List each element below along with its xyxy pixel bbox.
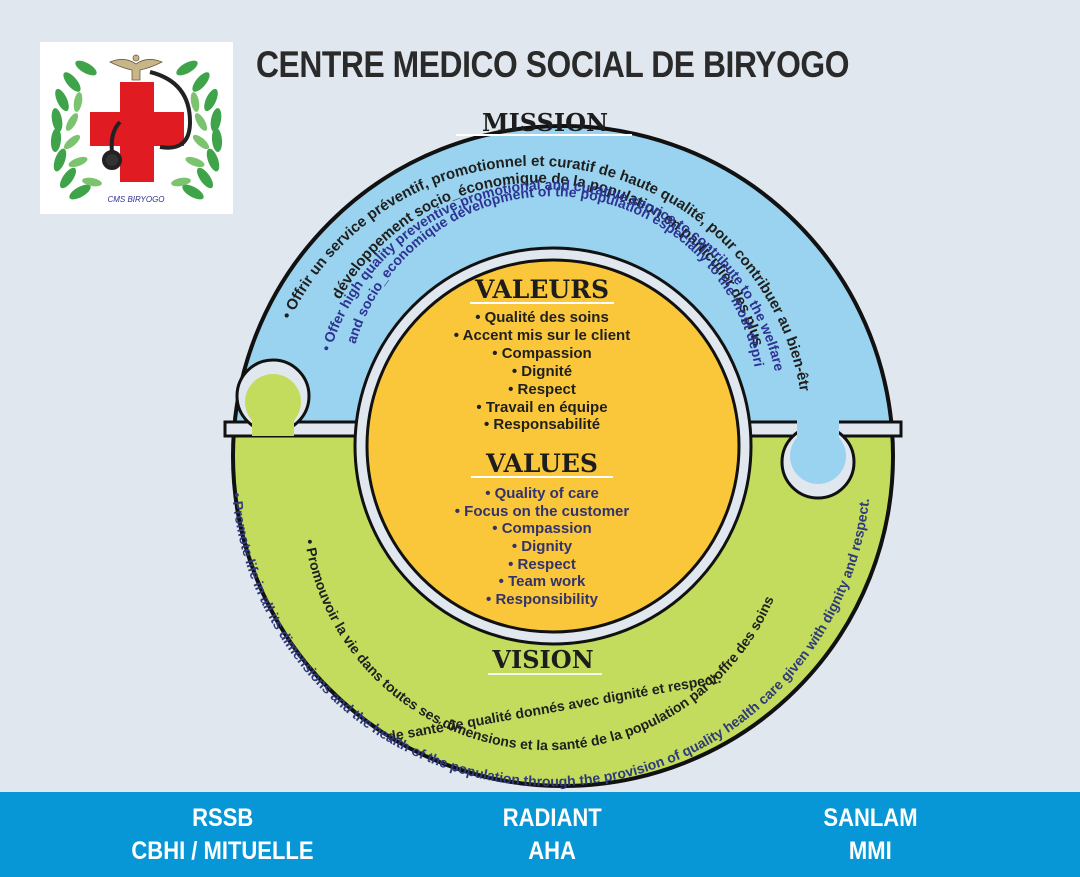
- footer-column-radiant: RADIANT AHA: [445, 792, 660, 877]
- laurel-left-icon: [50, 60, 102, 200]
- valeurs-heading-underline: [470, 302, 614, 304]
- valeurs-item: • Responsabilité: [484, 416, 600, 433]
- vision-heading: VISION: [491, 645, 593, 674]
- valeurs-item: • Qualité des soins: [475, 309, 609, 326]
- footer-line: AHA: [528, 836, 577, 865]
- values-item: • Respect: [508, 556, 576, 573]
- values-item: • Compassion: [492, 520, 591, 537]
- laurel-right-icon: [171, 60, 223, 200]
- valeurs-item: • Compassion: [492, 345, 591, 362]
- footer-line: CBHI / MITUELLE: [131, 836, 314, 865]
- insurance-partners-footer: RSSB CBHI / MITUELLE RADIANT AHA SANLAM …: [0, 792, 1080, 877]
- vision-heading-underline: [488, 673, 602, 675]
- values-heading: VALUES: [485, 449, 598, 478]
- valeurs-list: • Qualité des soins • Accent mis sur le …: [454, 309, 630, 433]
- values-core: [365, 258, 741, 634]
- footer-column-sanlam: SANLAM MMI: [660, 792, 1080, 877]
- footer-line: SANLAM: [822, 803, 918, 832]
- mission-heading: MISSION: [482, 108, 608, 137]
- puzzle-knob-left: [235, 358, 311, 436]
- red-cross-icon-bar: [90, 112, 184, 146]
- page-title: CENTRE MEDICO SOCIAL DE BIRYOGO: [256, 44, 850, 85]
- valeurs-heading: VALEURS: [474, 275, 609, 304]
- valeurs-item: • Accent mis sur le client: [454, 327, 630, 344]
- mission-heading-underline: [456, 134, 632, 136]
- values-heading-underline: [471, 476, 613, 478]
- puzzle-knob-right: [780, 420, 856, 500]
- values-item: • Dignity: [512, 538, 573, 555]
- valeurs-item: • Respect: [508, 381, 576, 398]
- values-item: • Responsibility: [486, 591, 599, 608]
- stethoscope-icon: [102, 70, 193, 170]
- values-list: • Quality of care • Focus on the custome…: [455, 485, 630, 608]
- logo-caption: CMS BIRYOGO: [107, 195, 164, 204]
- valeurs-item: • Dignité: [512, 363, 572, 380]
- footer-line: RADIANT: [503, 803, 602, 832]
- values-item: • Quality of care: [485, 485, 599, 502]
- values-item: • Focus on the customer: [455, 503, 630, 520]
- logo-graphic: CMS BIRYOGO: [50, 54, 223, 204]
- footer-line: RSSB: [191, 803, 254, 832]
- footer-column-rssb: RSSB CBHI / MITUELLE: [0, 792, 445, 877]
- values-item: • Team work: [499, 573, 586, 590]
- eagle-icon: [109, 54, 163, 81]
- footer-line: MMI: [848, 836, 892, 865]
- valeurs-item: • Travail en équipe: [476, 399, 607, 416]
- cms-biryogo-logo: CMS BIRYOGO: [40, 42, 233, 214]
